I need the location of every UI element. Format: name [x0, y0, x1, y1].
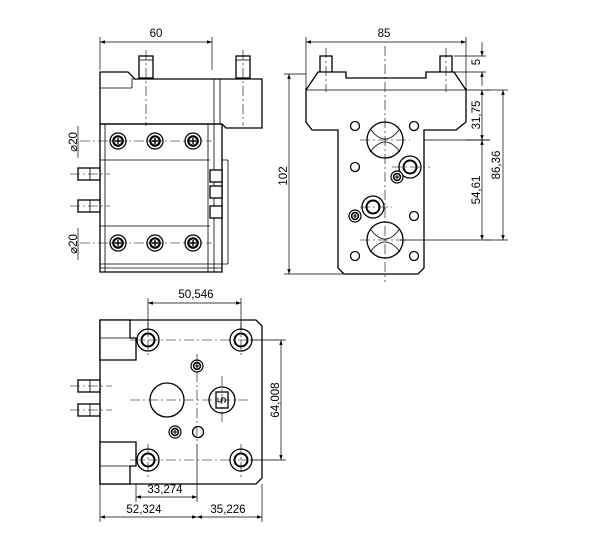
front-outline — [305, 88, 467, 275]
side-flange — [99, 71, 263, 129]
dim-side-width: 60 — [150, 28, 163, 40]
dim-top-hole-vertical: 64,008 — [270, 382, 282, 417]
dim-front-top-offset: 5 — [471, 59, 483, 65]
dim-front-width: 85 — [378, 28, 391, 40]
dim-diameter-bottom: ⌀20 — [68, 234, 80, 254]
dim-top-base-right: 35,226 — [210, 504, 245, 516]
side-view: 60 ⌀20 ⌀20 — [68, 28, 263, 273]
dim-top-hole-spacing: 50,546 — [178, 289, 213, 301]
top-view: 5 50,546 64,008 33,274 52,324 35,226 — [70, 289, 286, 522]
side-body — [99, 123, 223, 273]
dim-top-base-left: 52,324 — [126, 504, 162, 516]
dim-front-hole-span: 86,36 — [491, 151, 503, 180]
dim-front-lower-hole: 54,61 — [471, 176, 483, 205]
dim-front-upper-hole: 31,75 — [471, 101, 483, 130]
dim-diameter-top: ⌀20 — [68, 132, 80, 152]
front-view: 85 5 102 31,75 54,61 86,36 — [278, 28, 508, 282]
dim-top-left-offset: 33,274 — [147, 484, 183, 496]
dim-front-height: 102 — [278, 166, 290, 185]
